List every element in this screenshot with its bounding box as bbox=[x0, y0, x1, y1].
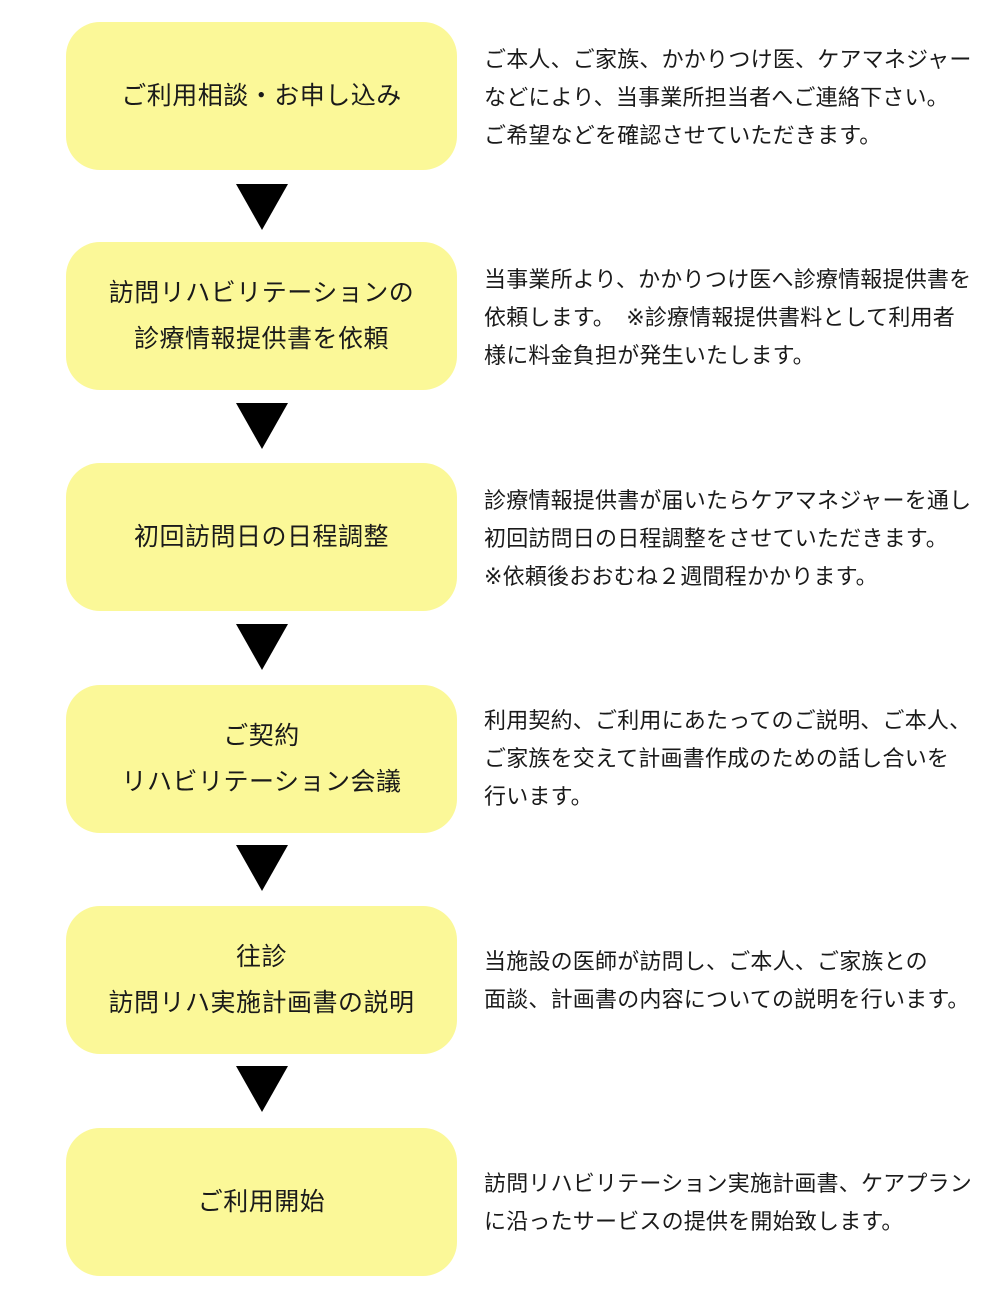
step-description-line: ご家族を交えて計画書作成のための話し合いを bbox=[484, 747, 950, 772]
down-triangle-icon bbox=[236, 845, 288, 891]
step-description-line: 診療情報提供書が届いたらケアマネジャーを通し bbox=[484, 489, 972, 514]
flow-step: 訪問リハビリテーションの 診療情報提供書を依頼 当事業所より、かかりつけ医へ診療… bbox=[0, 242, 1000, 392]
step-description-line: 利用契約、ご利用にあたってのご説明、ご本人、 bbox=[484, 709, 972, 734]
step-box: 訪問リハビリテーションの 診療情報提供書を依頼 bbox=[66, 242, 457, 390]
step-box: ご利用相談・お申し込み bbox=[66, 22, 457, 170]
step-box: 往診 訪問リハ実施計画書の説明 bbox=[66, 906, 457, 1054]
step-title-line: 診療情報提供書を依頼 bbox=[133, 324, 389, 353]
step-title-line: 初回訪問日の日程調整 bbox=[133, 522, 389, 551]
step-description-line: 当施設の医師が訪問し、ご本人、ご家族との bbox=[484, 950, 928, 975]
step-description-line: 様に料金負担が発生いたします。 bbox=[484, 344, 815, 369]
flow-step: ご契約 リハビリテーション会議 利用契約、ご利用にあたってのご説明、ご本人、 ご… bbox=[0, 685, 1000, 835]
flow-step: ご利用開始 訪問リハビリテーション実施計画書、ケアプラン に沿ったサービスの提供… bbox=[0, 1128, 1000, 1278]
step-title-line: 往診 bbox=[235, 942, 287, 971]
step-description-line: に沿ったサービスの提供を開始致します。 bbox=[484, 1210, 904, 1235]
step-description: 当事業所より、かかりつけ医へ診療情報提供書を 依頼します。 ※診療情報提供書料と… bbox=[484, 262, 994, 376]
step-box: ご契約 リハビリテーション会議 bbox=[66, 685, 457, 833]
step-description: 訪問リハビリテーション実施計画書、ケアプラン に沿ったサービスの提供を開始致しま… bbox=[484, 1166, 994, 1242]
step-description: ご本人、ご家族、かかりつけ医、ケアマネジャー などにより、当事業所担当者へご連絡… bbox=[484, 42, 994, 156]
step-title-line: 訪問リハ実施計画書の説明 bbox=[108, 988, 415, 1017]
step-box: ご利用開始 bbox=[66, 1128, 457, 1276]
flow-step: 初回訪問日の日程調整 診療情報提供書が届いたらケアマネジャーを通し 初回訪問日の… bbox=[0, 463, 1000, 613]
step-description-line: 訪問リハビリテーション実施計画書、ケアプラン bbox=[484, 1172, 972, 1197]
step-description-line: 依頼します。 ※診療情報提供書料として利用者 bbox=[484, 306, 955, 331]
flow-step: ご利用相談・お申し込み ご本人、ご家族、かかりつけ医、ケアマネジャー などにより… bbox=[0, 22, 1000, 172]
flow-step: 往診 訪問リハ実施計画書の説明 当施設の医師が訪問し、ご本人、ご家族との 面談、… bbox=[0, 906, 1000, 1056]
step-title-line: ご利用相談・お申し込み bbox=[121, 81, 402, 110]
step-title-line: ご契約 bbox=[223, 721, 300, 750]
down-triangle-icon bbox=[236, 624, 288, 670]
step-description-line: 行います。 bbox=[484, 785, 593, 810]
down-triangle-icon bbox=[236, 403, 288, 449]
step-description-line: 当事業所より、かかりつけ医へ診療情報提供書を bbox=[484, 268, 972, 293]
step-description-line: などにより、当事業所担当者へご連絡下さい。 bbox=[484, 86, 949, 111]
step-title-line: リハビリテーション会議 bbox=[121, 767, 402, 796]
step-title-line: ご利用開始 bbox=[197, 1187, 326, 1216]
down-triangle-icon bbox=[236, 184, 288, 230]
step-description-line: 面談、計画書の内容についての説明を行います。 bbox=[484, 988, 970, 1013]
step-description: 診療情報提供書が届いたらケアマネジャーを通し 初回訪問日の日程調整をさせていただ… bbox=[484, 483, 994, 597]
step-description-line: 初回訪問日の日程調整をさせていただきます。 bbox=[484, 527, 949, 552]
step-description: 利用契約、ご利用にあたってのご説明、ご本人、 ご家族を交えて計画書作成のための話… bbox=[484, 703, 994, 817]
step-description-line: ご希望などを確認させていただきます。 bbox=[484, 124, 882, 149]
step-box: 初回訪問日の日程調整 bbox=[66, 463, 457, 611]
step-title-line: 訪問リハビリテーションの bbox=[108, 278, 415, 307]
down-triangle-icon bbox=[236, 1066, 288, 1112]
step-description-line: ※依頼後おおむね２週間程かかります。 bbox=[484, 565, 878, 590]
step-description-line: ご本人、ご家族、かかりつけ医、ケアマネジャー bbox=[484, 48, 972, 73]
step-description: 当施設の医師が訪問し、ご本人、ご家族との 面談、計画書の内容についての説明を行い… bbox=[484, 944, 994, 1020]
